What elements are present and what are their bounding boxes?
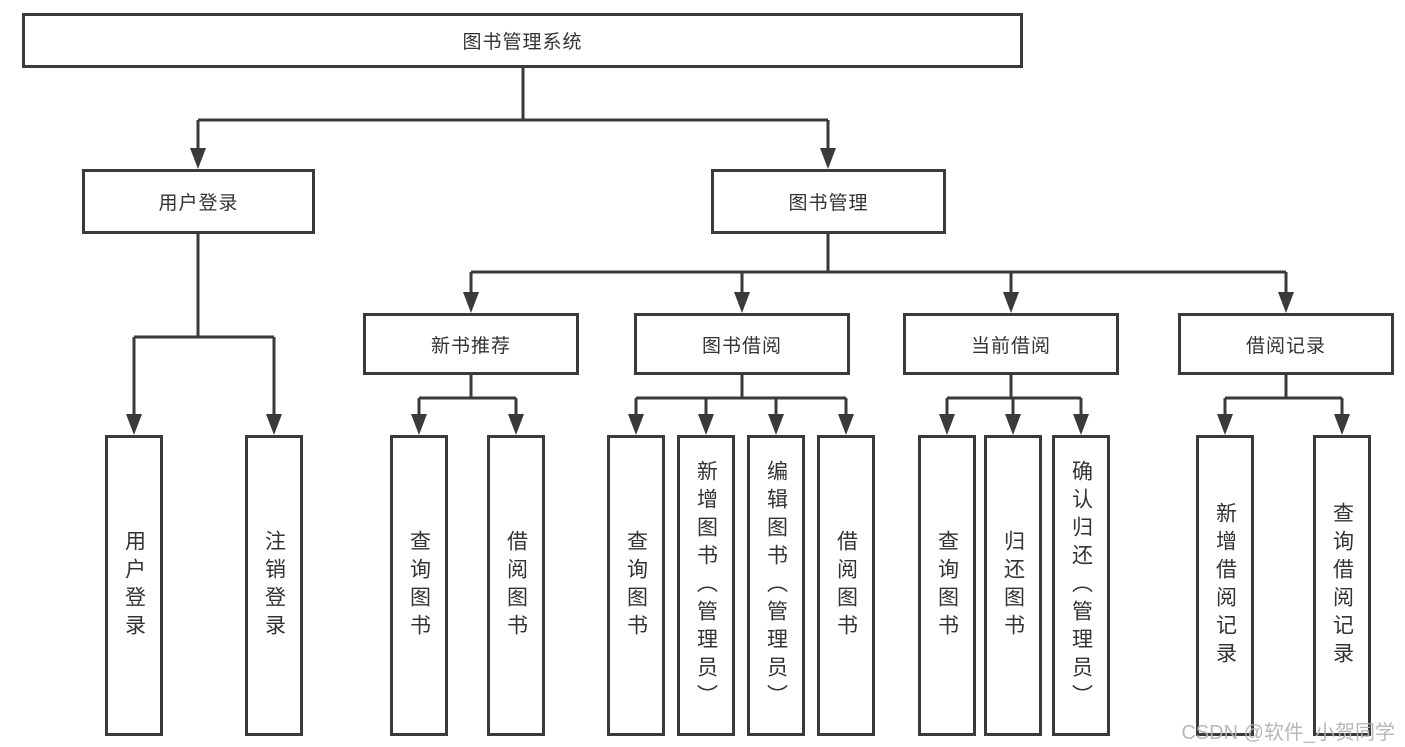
node-user-login: 用户登录 bbox=[82, 169, 315, 234]
arrow-down-icon bbox=[1278, 292, 1294, 313]
arrow-down-icon bbox=[939, 414, 955, 435]
node-leaf-query-books-borrow: 查询图书 bbox=[607, 435, 665, 736]
node-borrow-records: 借阅记录 bbox=[1178, 313, 1394, 375]
node-leaf-add-books-admin: 新增图书（管理员） bbox=[677, 435, 735, 736]
node-leaf-query-books-current: 查询图书 bbox=[918, 435, 976, 736]
node-user-login-label: 用户登录 bbox=[158, 193, 239, 214]
node-book-management: 图书管理 bbox=[711, 169, 946, 234]
arrow-down-icon bbox=[463, 292, 479, 313]
node-leaf-borrow-books-recommend: 借阅图书 bbox=[487, 435, 545, 736]
arrow-down-icon bbox=[768, 414, 784, 435]
node-leaf-user-login: 用户登录 bbox=[105, 435, 163, 736]
node-leaf-confirm-return-admin: 确认归还（管理员） bbox=[1052, 435, 1110, 736]
node-new-book-recommend: 新书推荐 bbox=[363, 313, 579, 375]
node-current-borrow: 当前借阅 bbox=[903, 313, 1119, 375]
node-leaf-query-borrow-record: 查询借阅记录 bbox=[1313, 435, 1371, 736]
node-leaf-query-books-recommend: 查询图书 bbox=[390, 435, 448, 736]
node-root-label: 图书管理系统 bbox=[462, 32, 583, 53]
arrow-down-icon bbox=[734, 292, 750, 313]
arrow-down-icon bbox=[190, 148, 206, 169]
arrow-down-icon bbox=[1334, 414, 1350, 435]
node-leaf-return-books: 归还图书 bbox=[984, 435, 1042, 736]
arrow-down-icon bbox=[411, 414, 427, 435]
node-leaf-add-borrow-record: 新增借阅记录 bbox=[1196, 435, 1254, 736]
arrow-down-icon bbox=[1217, 414, 1233, 435]
node-book-management-label: 图书管理 bbox=[788, 193, 869, 214]
arrow-down-icon bbox=[266, 414, 282, 435]
arrow-down-icon bbox=[1005, 414, 1021, 435]
node-leaf-edit-books-admin: 编辑图书（管理员） bbox=[747, 435, 805, 736]
arrow-down-icon bbox=[820, 148, 836, 169]
arrow-down-icon bbox=[838, 414, 854, 435]
arrow-down-icon bbox=[508, 414, 524, 435]
watermark-text: CSDN @软件_小贺同学 bbox=[1181, 722, 1395, 744]
node-leaf-borrow-books: 借阅图书 bbox=[817, 435, 875, 736]
node-root: 图书管理系统 bbox=[22, 13, 1023, 68]
arrow-down-icon bbox=[628, 414, 644, 435]
node-book-borrow: 图书借阅 bbox=[634, 313, 850, 375]
arrow-down-icon bbox=[698, 414, 714, 435]
arrow-down-icon bbox=[126, 414, 142, 435]
arrow-down-icon bbox=[1073, 414, 1089, 435]
arrow-down-icon bbox=[1003, 292, 1019, 313]
node-leaf-logout: 注销登录 bbox=[245, 435, 303, 736]
